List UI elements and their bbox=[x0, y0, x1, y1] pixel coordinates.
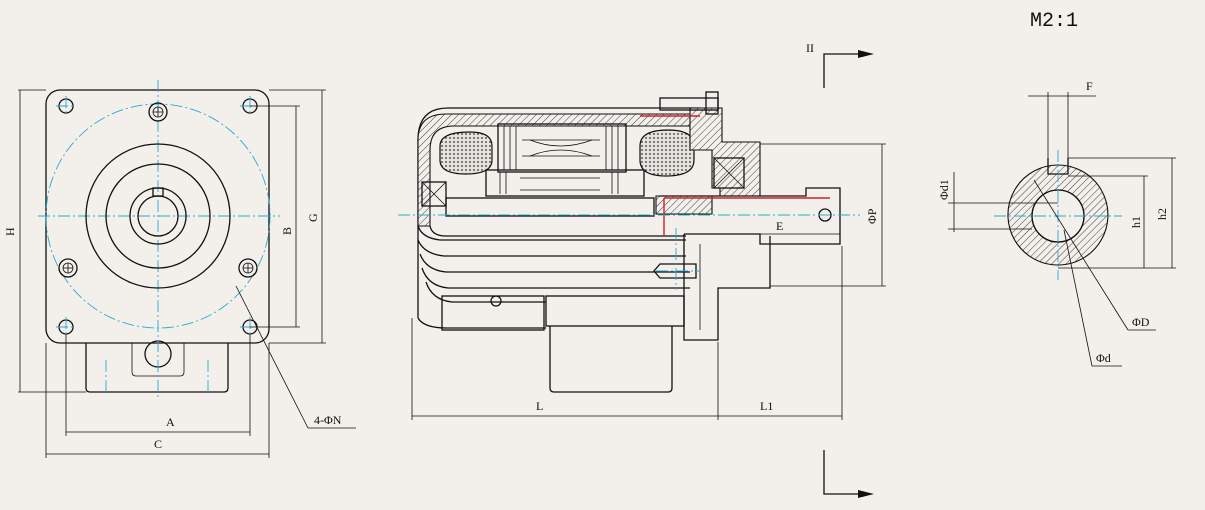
dim-G: G bbox=[306, 213, 320, 222]
section-mark-top: II bbox=[806, 41, 874, 88]
dim-H: H bbox=[3, 227, 17, 236]
screw-right bbox=[238, 258, 258, 278]
section-mark-bottom bbox=[823, 450, 874, 498]
pilot-inner bbox=[105, 163, 211, 269]
dim-B: B bbox=[280, 227, 294, 235]
rear-bearing bbox=[421, 181, 447, 207]
rotor-shaft bbox=[445, 197, 655, 217]
side-view: E ΦP L L1 II bbox=[398, 41, 886, 498]
pilot-outer bbox=[85, 143, 231, 289]
holes-label: 4-ΦN bbox=[314, 413, 342, 427]
scale-label: M2:1 bbox=[1030, 10, 1078, 33]
output-shaft bbox=[660, 187, 841, 245]
dim-C: C bbox=[154, 437, 162, 451]
dim-A: A bbox=[166, 415, 175, 429]
screw-left bbox=[58, 258, 78, 278]
housing-section bbox=[417, 113, 701, 227]
dim-d1: Φd1 bbox=[937, 179, 951, 200]
dim-L: L bbox=[536, 399, 543, 413]
side-terminal-box bbox=[441, 295, 545, 331]
svg-text:II: II bbox=[806, 41, 814, 55]
front-bearing bbox=[713, 157, 745, 189]
dim-d: Φd bbox=[1096, 351, 1111, 365]
screw-top bbox=[148, 102, 168, 122]
flange-outline bbox=[45, 89, 270, 344]
dim-F: F bbox=[1086, 79, 1093, 93]
terminal-box bbox=[85, 343, 229, 393]
rotor bbox=[485, 169, 645, 197]
bolt-circle bbox=[45, 103, 271, 329]
winding-left bbox=[439, 131, 493, 175]
key bbox=[152, 187, 164, 197]
winding-right bbox=[639, 129, 695, 177]
stator-core bbox=[497, 123, 627, 173]
dim-D: ΦD bbox=[1132, 315, 1150, 329]
cooling-fins bbox=[417, 225, 690, 329]
dim-h1: h1 bbox=[1129, 216, 1143, 228]
dim-E: E bbox=[776, 219, 783, 233]
shaft-section: F Φd1 h1 h2 ΦD Φd bbox=[937, 79, 1176, 367]
front-cap-section bbox=[689, 107, 761, 197]
dim-h2: h2 bbox=[1155, 208, 1169, 220]
front-view: H B G A C 4-ΦN bbox=[3, 80, 356, 458]
dim-P: ΦP bbox=[865, 208, 879, 224]
front-flange bbox=[683, 234, 771, 341]
dim-L1: L1 bbox=[760, 399, 773, 413]
